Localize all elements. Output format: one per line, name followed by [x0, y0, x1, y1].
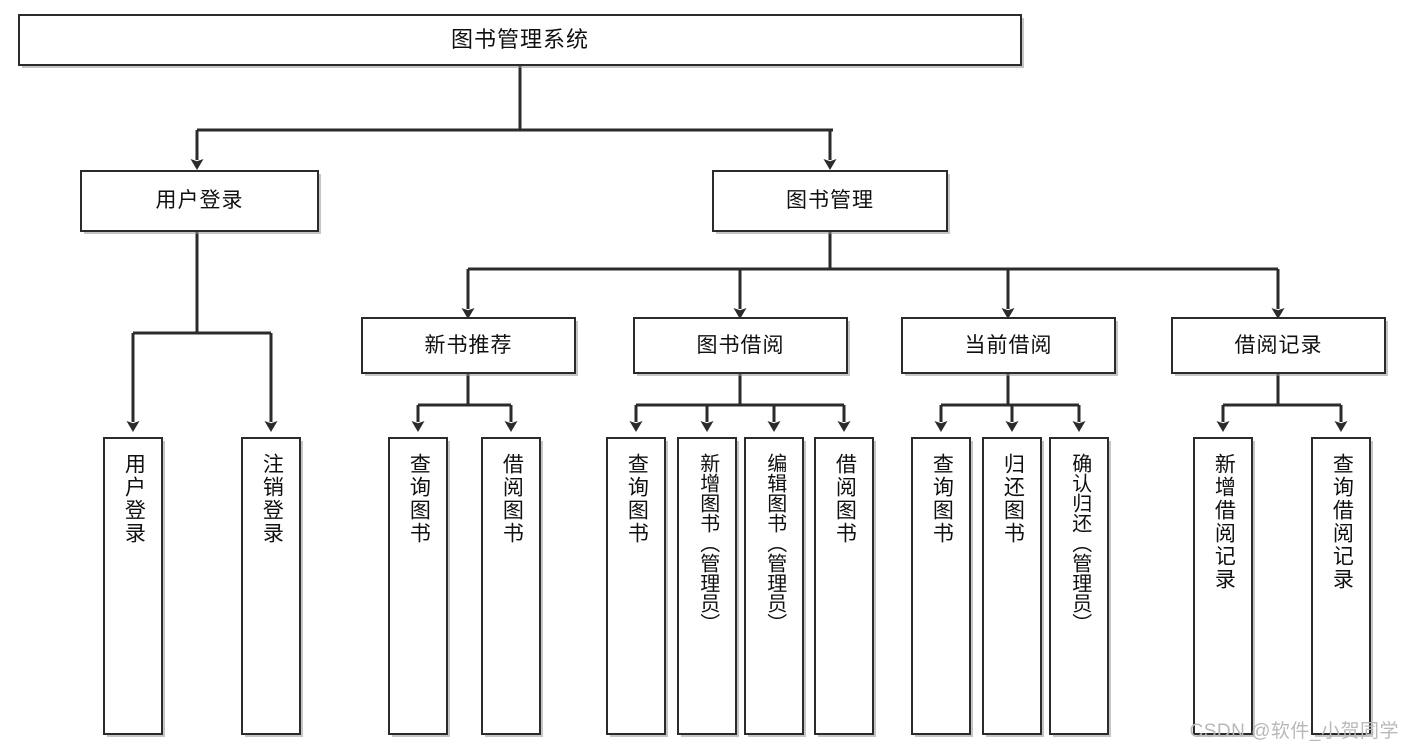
node-book-borrow[interactable]: 图书借阅 [633, 317, 848, 374]
node-leaf-query-book-2-label: 查询图书 [625, 453, 649, 545]
node-book-management[interactable]: 图书管理 [712, 170, 948, 232]
node-leaf-add-record-label: 新增借阅记录 [1212, 453, 1236, 591]
node-current-borrow-label: 当前借阅 [964, 333, 1053, 357]
node-user-login[interactable]: 用户登录 [80, 170, 319, 232]
node-leaf-add-book-label: 新增图书（管理员） [696, 453, 719, 633]
node-leaf-confirm-return[interactable]: 确认归还（管理员） [1049, 437, 1109, 735]
node-borrow-record[interactable]: 借阅记录 [1171, 317, 1386, 374]
node-leaf-query-record[interactable]: 查询借阅记录 [1311, 437, 1371, 735]
node-book-management-label: 图书管理 [786, 189, 874, 213]
node-leaf-logout-label: 注销登录 [260, 453, 284, 545]
node-leaf-query-book-1-label: 查询图书 [407, 453, 431, 545]
node-leaf-query-book-2[interactable]: 查询图书 [606, 437, 666, 735]
node-leaf-add-record[interactable]: 新增借阅记录 [1193, 437, 1253, 735]
node-leaf-return-book[interactable]: 归还图书 [982, 437, 1042, 735]
node-new-book-recommend[interactable]: 新书推荐 [361, 317, 576, 374]
node-leaf-return-book-label: 归还图书 [1001, 453, 1025, 545]
node-borrow-record-label: 借阅记录 [1234, 333, 1323, 357]
node-root-label: 图书管理系统 [450, 26, 589, 52]
node-current-borrow[interactable]: 当前借阅 [901, 317, 1116, 374]
node-leaf-borrow-book-2[interactable]: 借阅图书 [814, 437, 874, 735]
node-leaf-query-book-3-label: 查询图书 [930, 453, 954, 545]
node-leaf-query-book-1[interactable]: 查询图书 [388, 437, 448, 735]
node-book-borrow-label: 图书借阅 [696, 333, 785, 357]
node-new-book-recommend-label: 新书推荐 [424, 333, 513, 357]
node-leaf-edit-book[interactable]: 编辑图书（管理员） [744, 437, 804, 735]
node-root[interactable]: 图书管理系统 [18, 14, 1022, 66]
node-leaf-confirm-return-label: 确认归还（管理员） [1068, 453, 1091, 633]
node-leaf-borrow-book-1[interactable]: 借阅图书 [481, 437, 541, 735]
node-leaf-user-login-label: 用户登录 [122, 453, 146, 545]
node-leaf-edit-book-label: 编辑图书（管理员） [763, 453, 786, 633]
node-leaf-borrow-book-2-label: 借阅图书 [833, 453, 857, 545]
node-leaf-logout[interactable]: 注销登录 [241, 437, 301, 735]
node-leaf-query-book-3[interactable]: 查询图书 [911, 437, 971, 735]
node-leaf-add-book[interactable]: 新增图书（管理员） [677, 437, 737, 735]
csdn-watermark: CSDN @软件_小贺同学 [1189, 721, 1399, 742]
node-user-login-label: 用户登录 [155, 189, 244, 213]
node-leaf-query-record-label: 查询借阅记录 [1330, 453, 1354, 591]
node-leaf-user-login[interactable]: 用户登录 [103, 437, 163, 735]
node-leaf-borrow-book-1-label: 借阅图书 [500, 453, 524, 545]
